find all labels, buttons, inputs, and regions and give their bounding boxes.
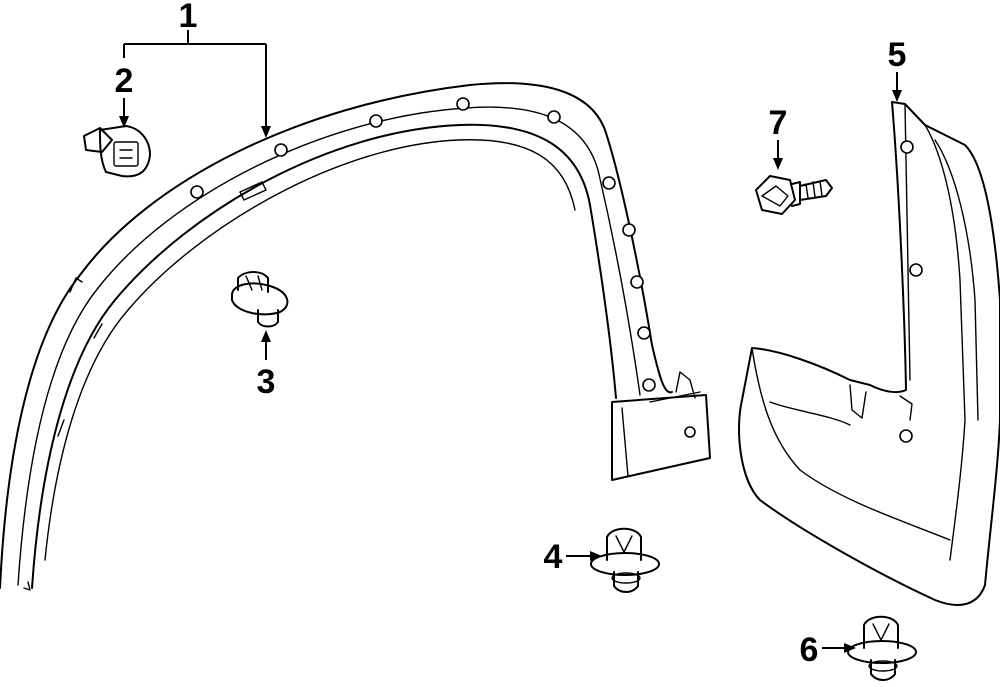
mud-guard xyxy=(738,101,1000,606)
retainer-clip-2 xyxy=(83,125,151,178)
callout-labels: 1 2 3 4 5 6 7 xyxy=(115,0,907,669)
push-clip-3 xyxy=(231,271,289,328)
push-clip-6 xyxy=(847,615,917,681)
callout-2: 2 xyxy=(115,62,134,100)
arrow-6 xyxy=(844,643,856,653)
callout-3: 3 xyxy=(257,363,276,401)
arrow-1 xyxy=(261,126,271,138)
callout-6: 6 xyxy=(800,631,819,669)
screw-7 xyxy=(755,175,833,215)
arrow-4 xyxy=(590,551,602,561)
callout-7: 7 xyxy=(769,104,788,142)
arrow-7 xyxy=(773,158,783,170)
leader-lines xyxy=(119,30,902,653)
callout-4: 4 xyxy=(544,538,563,576)
arrow-5 xyxy=(892,90,902,102)
callout-5: 5 xyxy=(888,36,907,74)
push-clip-4 xyxy=(590,527,660,593)
callout-1: 1 xyxy=(179,0,198,35)
fender-flare-molding xyxy=(0,82,711,591)
arrow-2 xyxy=(119,116,129,128)
arrow-3 xyxy=(261,330,271,342)
